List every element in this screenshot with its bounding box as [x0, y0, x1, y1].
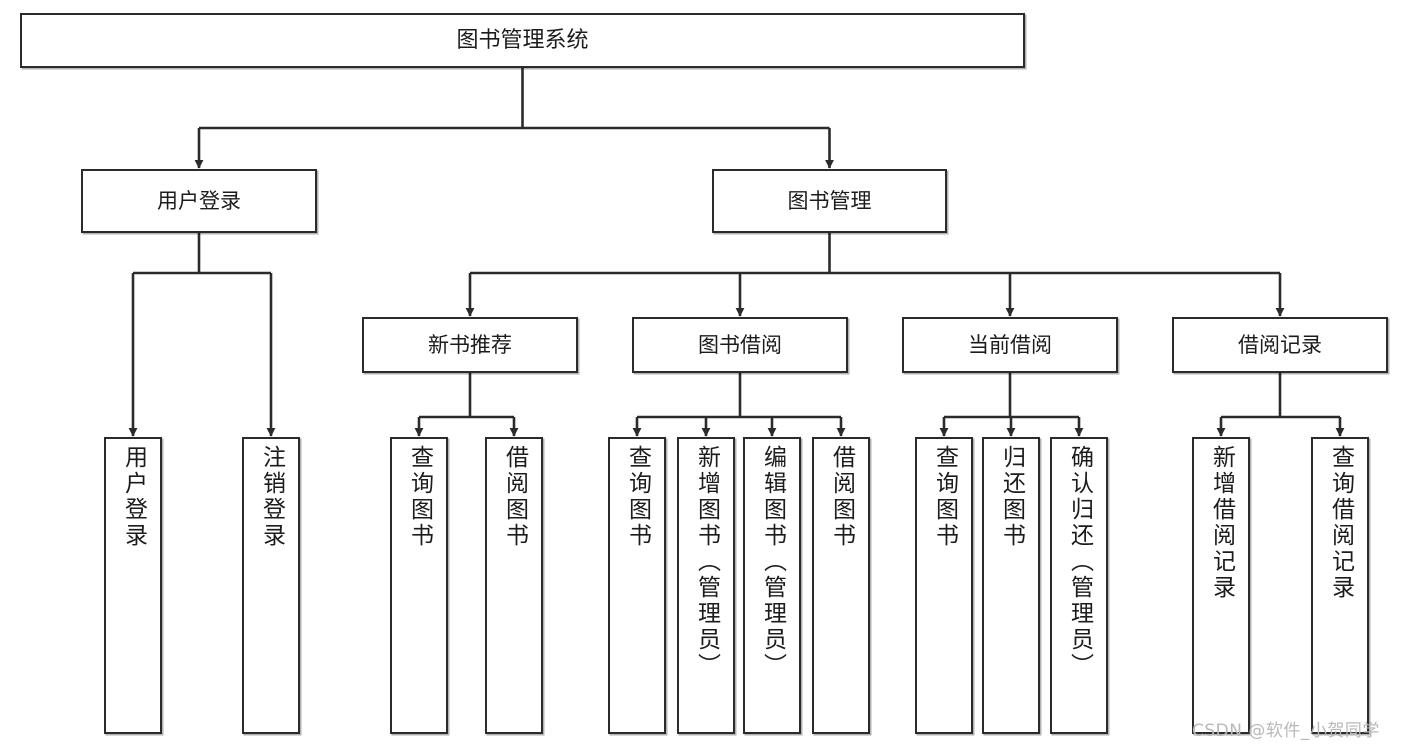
node-label: 借阅记录: [1238, 332, 1322, 357]
node-leaf-cur-2[interactable]: 归还图书: [982, 437, 1040, 734]
node-label: 图书借阅: [698, 332, 782, 357]
node-leaf-rec-2[interactable]: 查询借阅记录: [1311, 437, 1369, 734]
node-bookmgmt[interactable]: 图书管理: [712, 169, 947, 233]
node-label: 查询图书: [406, 445, 433, 549]
node-label: 新书推荐: [428, 332, 512, 357]
node-leaf-borrow-1[interactable]: 查询图书: [608, 437, 666, 734]
node-borrow[interactable]: 图书借阅: [632, 317, 848, 373]
node-leaf-login-1[interactable]: 用户登录: [104, 437, 162, 734]
node-leaf-borrow-4[interactable]: 借阅图书: [812, 437, 870, 734]
node-leaf-borrow-2[interactable]: 新增图书（管理员）: [677, 437, 735, 734]
node-label: 新增图书（管理员）: [693, 445, 720, 679]
node-label: 用户登录: [120, 445, 147, 549]
node-label: 查询图书: [624, 445, 651, 549]
node-leaf-login-2[interactable]: 注销登录: [242, 437, 300, 734]
csdn-watermark: CSDN @软件_小贺同学: [1192, 721, 1380, 741]
node-newbooks[interactable]: 新书推荐: [362, 317, 578, 373]
node-label: 借阅图书: [501, 445, 528, 549]
node-current[interactable]: 当前借阅: [902, 317, 1118, 373]
node-records[interactable]: 借阅记录: [1172, 317, 1388, 373]
node-label: 归还图书: [998, 445, 1025, 549]
node-root[interactable]: 图书管理系统: [20, 13, 1025, 68]
node-leaf-borrow-3[interactable]: 编辑图书（管理员）: [743, 437, 801, 734]
node-leaf-new-2[interactable]: 借阅图书: [485, 437, 543, 734]
node-label: 编辑图书（管理员）: [759, 445, 786, 679]
node-label: 查询借阅记录: [1327, 445, 1354, 601]
node-label: 用户登录: [157, 188, 241, 213]
node-label: 图书管理系统: [456, 27, 589, 53]
node-label: 新增借阅记录: [1208, 445, 1235, 601]
node-label: 注销登录: [258, 445, 285, 549]
node-leaf-cur-3[interactable]: 确认归还（管理员）: [1050, 437, 1108, 734]
node-leaf-cur-1[interactable]: 查询图书: [915, 437, 973, 734]
node-leaf-rec-1[interactable]: 新增借阅记录: [1192, 437, 1250, 734]
node-label: 确认归还（管理员）: [1066, 445, 1093, 679]
node-label: 查询图书: [931, 445, 958, 549]
node-label: 借阅图书: [828, 445, 855, 549]
node-label: 当前借阅: [968, 332, 1052, 357]
node-login[interactable]: 用户登录: [81, 169, 317, 233]
node-label: 图书管理: [787, 188, 872, 213]
node-leaf-new-1[interactable]: 查询图书: [390, 437, 448, 734]
